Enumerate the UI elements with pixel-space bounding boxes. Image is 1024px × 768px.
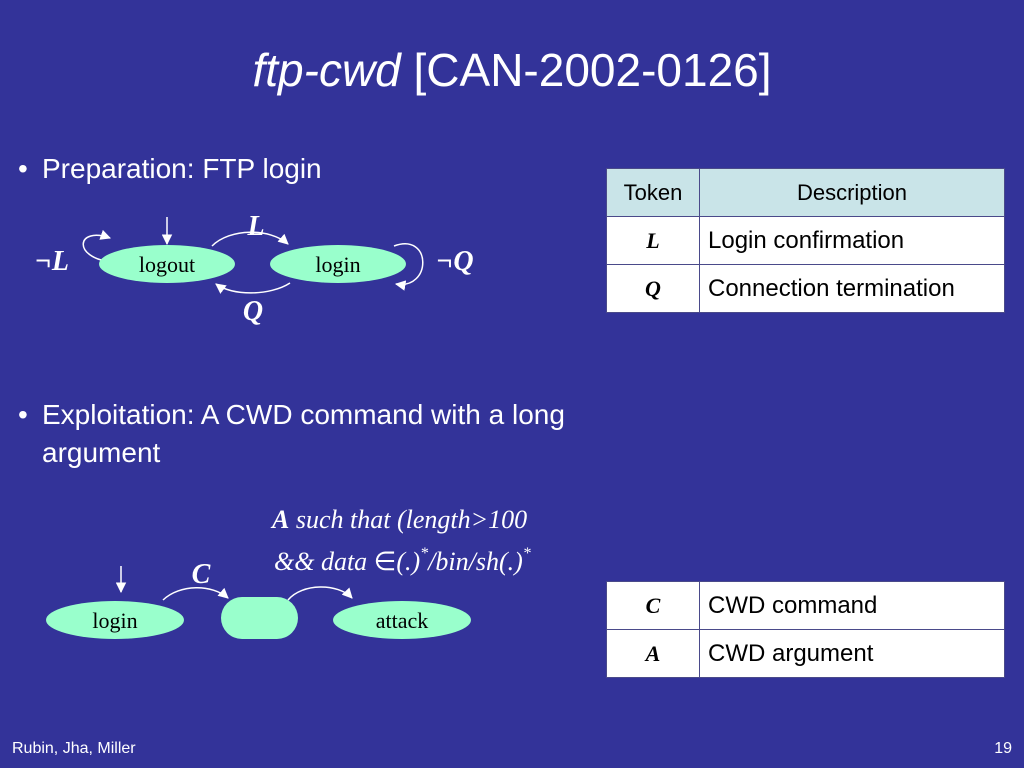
header-token: Token bbox=[606, 168, 700, 217]
state-login: login bbox=[46, 601, 184, 639]
state-attack: attack bbox=[333, 601, 471, 639]
edge-label-Q: Q bbox=[243, 296, 263, 327]
diagram2: login attack C A such that (length>100 &… bbox=[46, 505, 531, 639]
state-attack-label: attack bbox=[376, 608, 429, 633]
description-cell: CWD argument bbox=[699, 629, 1005, 678]
token-table-2: C CWD command A CWD argument bbox=[606, 581, 1005, 678]
condition-token-A: A bbox=[270, 505, 289, 534]
bullet-preparation: • Preparation: FTP login bbox=[18, 150, 618, 188]
token-cell: C bbox=[606, 581, 700, 630]
superscript-star: * bbox=[420, 545, 428, 562]
footer-authors: Rubin, Jha, Miller bbox=[12, 740, 136, 757]
bullet-exploitation: • Exploitation: A CWD command with a lon… bbox=[18, 396, 598, 472]
footer-page-number: 19 bbox=[994, 740, 1012, 757]
condition-text2b: (.) bbox=[396, 547, 420, 576]
description-cell: Login confirmation bbox=[699, 216, 1005, 265]
slide-title: ftp-cwd [CAN-2002-0126] bbox=[0, 42, 1024, 98]
edge-label-not-Q: ¬Q bbox=[436, 246, 473, 277]
header-description: Description bbox=[699, 168, 1005, 217]
token-cell: L bbox=[606, 216, 700, 265]
title-rest: [CAN-2002-0126] bbox=[400, 44, 772, 96]
condition-line2: && data ∈(.)*/bin/sh(.)* bbox=[274, 545, 531, 576]
state-logout: logout bbox=[99, 245, 235, 283]
condition-text1: such that (length>100 bbox=[289, 505, 527, 534]
state-logout-label: logout bbox=[139, 252, 195, 277]
title-italic: ftp-cwd bbox=[252, 44, 401, 96]
token-cell: Q bbox=[606, 264, 700, 313]
condition-text2a: && data bbox=[274, 547, 374, 576]
state-intermediate bbox=[221, 597, 298, 639]
description-cell: Connection termination bbox=[699, 264, 1005, 313]
table-row: A CWD argument bbox=[606, 629, 1005, 678]
bullet-text: Preparation: FTP login bbox=[42, 153, 322, 184]
state-login: login bbox=[270, 245, 406, 283]
condition-line1: A such that (length>100 bbox=[270, 505, 527, 534]
table-row: L Login confirmation bbox=[606, 216, 1005, 265]
edge-logout bbox=[215, 282, 291, 294]
table-header-row: Token Description bbox=[606, 168, 1005, 217]
bullet-dot: • bbox=[18, 399, 28, 430]
state-login-label: login bbox=[315, 252, 360, 277]
edge-argument bbox=[287, 586, 353, 601]
edge-label-L: L bbox=[246, 211, 264, 242]
edge-cwd bbox=[162, 587, 229, 601]
diagram1: logout login L Q ¬L ¬Q bbox=[35, 211, 474, 327]
edge-label-C: C bbox=[192, 559, 211, 590]
token-table-1: Token Description L Login confirmation Q… bbox=[606, 168, 1005, 313]
description-cell: CWD command bbox=[699, 581, 1005, 630]
token-cell: A bbox=[606, 629, 700, 678]
edge-login bbox=[211, 231, 289, 247]
edge-label-not-L: ¬L bbox=[35, 246, 69, 277]
bullet-text: Exploitation: A CWD command with a long … bbox=[42, 399, 565, 468]
condition-text2c: /bin/sh(.) bbox=[426, 547, 523, 576]
self-loop-login bbox=[393, 243, 424, 291]
table-row: Q Connection termination bbox=[606, 264, 1005, 313]
table-row: C CWD command bbox=[606, 581, 1005, 630]
element-of-symbol: ∈ bbox=[374, 547, 397, 576]
bullet-dot: • bbox=[18, 153, 28, 184]
state-login-label: login bbox=[92, 608, 137, 633]
superscript-star: * bbox=[523, 545, 531, 562]
